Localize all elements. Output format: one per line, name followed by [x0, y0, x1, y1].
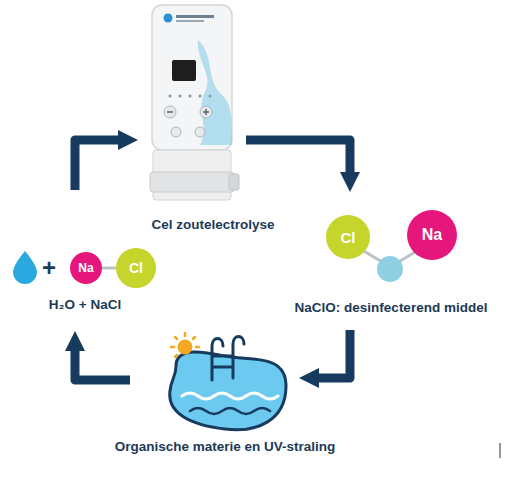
atom-circle: Cl	[326, 215, 370, 259]
device-led	[199, 95, 202, 98]
sun-ray	[196, 346, 199, 349]
device-button-mark	[167, 111, 173, 113]
device-button	[164, 106, 176, 118]
stage-node: NaClO: desinfecterend middel Cl Na	[278, 212, 504, 316]
atom-circle: Cl	[116, 248, 156, 288]
sun-ray	[175, 355, 177, 357]
sun-ray	[175, 337, 177, 339]
atom-fill	[70, 252, 102, 284]
water-drop	[13, 251, 37, 284]
electrolysis-device	[150, 5, 239, 200]
water-salt-art	[13, 251, 118, 284]
atom-fill	[326, 215, 370, 259]
device-button	[171, 127, 181, 137]
stage-node: Cel zoutelectrolyse	[148, 4, 236, 202]
pool-basin	[170, 352, 286, 430]
pool-wave	[190, 408, 270, 414]
cycle-arrow	[75, 140, 122, 190]
pool-ladder-rung	[212, 355, 233, 358]
device-clamp	[150, 172, 234, 192]
cursor-mark	[500, 443, 501, 458]
device-button-mark	[205, 109, 207, 115]
stage-node: H₂O + NaCl Na Cl	[8, 245, 168, 315]
cycle-arrow	[246, 140, 350, 176]
oxygen-atom	[377, 256, 403, 282]
atom-symbol: Na	[70, 252, 102, 284]
device-button	[195, 127, 205, 137]
device-body	[152, 5, 232, 150]
device-led	[209, 95, 212, 98]
pool-ladder-rail	[233, 337, 244, 379]
pool-wave	[182, 393, 278, 399]
sun-rays	[171, 333, 199, 357]
device-clamp-knob	[229, 174, 239, 190]
atom-circle: Na	[70, 252, 102, 284]
device-led	[189, 95, 192, 98]
atom-symbol: Na	[407, 210, 457, 260]
cycle-arrow	[315, 330, 350, 378]
device-led	[179, 95, 182, 98]
device-led	[169, 95, 172, 98]
pool-art	[170, 333, 286, 430]
sun-ray	[193, 337, 195, 339]
pool-ladder-rail	[212, 339, 223, 381]
stage-caption: Cel zoutelectrolyse	[151, 217, 274, 233]
stage-caption: H₂O + NaCl	[49, 297, 121, 313]
plus-sign: +	[42, 254, 56, 282]
device-logo	[164, 14, 173, 23]
molecule-art	[362, 250, 415, 282]
pool-ladder-rung	[212, 366, 233, 369]
stage-node: Organische materie en UV-straling	[165, 335, 287, 435]
atom-symbol: Cl	[116, 248, 156, 288]
device-logo-bar	[176, 20, 204, 22]
cycle-arrow	[75, 347, 130, 380]
stage-caption: NaClO: desinfecterend middel	[295, 300, 488, 316]
device-logo-bar	[176, 15, 214, 18]
atom-fill	[116, 248, 156, 288]
atom-fill	[407, 210, 457, 260]
sun	[178, 340, 193, 355]
atom-circle: Na	[407, 210, 457, 260]
bond-line	[100, 267, 118, 270]
device-screen	[172, 60, 196, 81]
stage-caption: Organische materie en UV-straling	[115, 439, 336, 455]
sun-ray	[171, 346, 174, 349]
atom-symbol: Cl	[326, 215, 370, 259]
sun-ray	[184, 333, 187, 336]
device-button	[200, 106, 212, 118]
